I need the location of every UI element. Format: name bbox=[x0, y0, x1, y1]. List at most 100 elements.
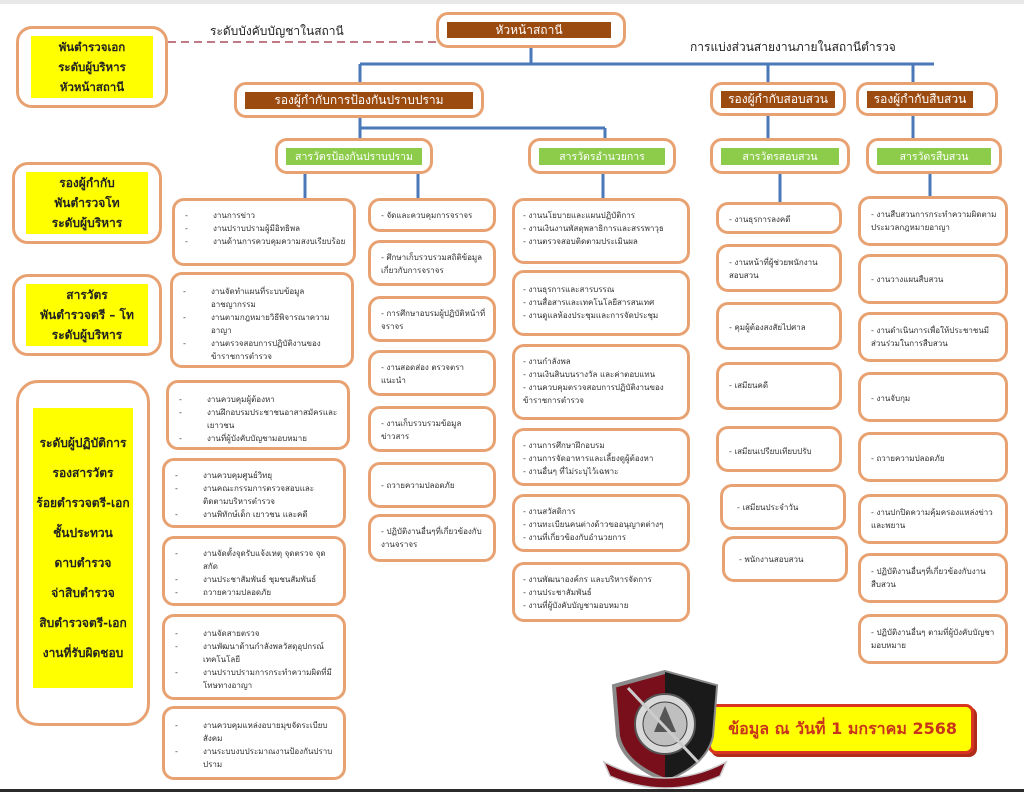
task-item: ปฏิบัติงานอื่นๆ ตามที่ผู้บังคับบัญชามอบห… bbox=[871, 626, 999, 652]
task-item: งานควบคุมศูนย์วิทยุ bbox=[165, 469, 337, 482]
task-item: งานระบบงบประมาณงานป้องกันปราบปราม bbox=[165, 745, 337, 771]
traffic-task-box: จัดและควบคุมการจราจร bbox=[368, 198, 496, 232]
task-item: งานสอดส่อง ตรวจตรา แนะนำ bbox=[381, 361, 479, 387]
task-item: จัดและควบคุมการจราจร bbox=[381, 209, 493, 222]
task-item: งานวางแผนสืบสวน bbox=[871, 273, 999, 286]
prevention-task-box: งานจัดทำแผนที่ระบบข้อมูลอาชญากรรม งานตาม… bbox=[170, 272, 354, 368]
inspector-inquiry-label: สารวัตรสอบสวน bbox=[721, 148, 839, 165]
data-date-badge: ข้อมูล ณ วันที่ 1 มกราคม 2568 bbox=[708, 704, 974, 754]
task-item: งานนโยบายและแผนปฏิบัติการ bbox=[523, 209, 683, 222]
task-item: งานดำเนินการเพื่อให้ประชาชนมีส่วนร่วมในก… bbox=[871, 324, 999, 350]
rank-line: ระดับผู้ปฏิบัติการ bbox=[39, 436, 127, 450]
rank-line: พันตำรวจโท bbox=[54, 196, 120, 210]
prevention-task-box: งานควบคุมแหล่งอบายมุขจัดระเบียบสังคม งาน… bbox=[162, 706, 346, 780]
task-item: พนักงานสอบสวน bbox=[739, 553, 841, 566]
task-item: งานปกปิดความคุ้มครองแหล่งข่าวและพยาน bbox=[871, 506, 999, 532]
investigation-task-box: ปฏิบัติงานอื่นๆ ตามที่ผู้บังคับบัญชามอบห… bbox=[858, 614, 1008, 664]
admin-task-box: งานสวัสดิการ งานทะเบียนคนต่างด้าวขออนุญา… bbox=[512, 494, 690, 552]
deputy-investigation-node: รองผู้กำกับสืบสวน bbox=[856, 82, 998, 116]
deputy-inquiry-node: รองผู้กำกับสอบสวน bbox=[710, 82, 846, 116]
task-item: ถวายความปลอดภัย bbox=[165, 586, 337, 599]
task-item: งานสวัสดิการ bbox=[523, 505, 683, 518]
task-item: งานหน้าที่ผู้ช่วยพนักงานสอบสวน bbox=[729, 256, 835, 282]
rank-line: ระดับผู้บริหาร bbox=[51, 328, 123, 342]
task-item: งานที่ผู้บังคับบัญชามอบหมาย bbox=[169, 432, 341, 445]
inquiry-task-box: คุมผู้ต้องสงสัยไปศาล bbox=[716, 302, 842, 350]
prevention-task-box: งานควบคุมศูนย์วิทยุ งานคณะกรรมการตรวจสอบ… bbox=[162, 458, 346, 528]
task-item: งานควบคุมตรวจสอบการปฏิบัติงานของข้าราชกา… bbox=[523, 381, 683, 407]
task-item: เสมียนคดี bbox=[729, 379, 835, 392]
rank-box-inspector: สารวัตร พันตำรวจตรี – โท ระดับผู้บริหาร bbox=[12, 274, 162, 356]
task-item: งานพัฒนาด้านกำลังพลวัสดุอุปกรณ์เทคโนโลยี bbox=[165, 640, 337, 666]
deputy-inquiry-label: รองผู้กำกับสอบสวน bbox=[721, 91, 835, 108]
task-item: งานจัดสายตรวจ bbox=[165, 627, 337, 640]
rank-line: สิบตำรวจตรี-เอก bbox=[39, 616, 127, 630]
task-item: การศึกษาอบรมผู้ปฏิบัติหน้าที่จราจร bbox=[381, 307, 489, 333]
rank-line: รองสารวัตร bbox=[52, 466, 114, 480]
task-item: ศึกษาเก็บรวบรวมสถิติข้อมูลเกี่ยวกับการจร… bbox=[381, 251, 489, 277]
task-item: งานพิทักษ์เด็ก เยาวชน และคดี bbox=[165, 508, 337, 521]
admin-task-box: งานธุรการและสารบรรณ งานสื่อสารและเทคโนโล… bbox=[512, 270, 690, 336]
data-date-text: ข้อมูล ณ วันที่ 1 มกราคม 2568 bbox=[728, 718, 957, 738]
task-item: งานที่ผู้บังคับบัญชามอบหมาย bbox=[523, 599, 683, 612]
prevention-task-box: งานการข่าว งานปราบปรามผู้มีอิทธิพล งานด้… bbox=[172, 198, 356, 266]
admin-task-box: งานการศึกษาฝึกอบรม งานการจัดอาหารและเลี้… bbox=[512, 428, 690, 486]
task-item: เสมียนประจำวัน bbox=[737, 501, 839, 514]
inspector-admin-label: สารวัตรอำนวยการ bbox=[539, 148, 665, 165]
rank-line: ระดับผู้บริหาร bbox=[58, 60, 126, 74]
task-item: งานสื่อสารและเทคโนโลยีสารสนเทศ bbox=[523, 296, 683, 309]
task-item: งานเงินงานพัสดุพลาธิการและสรรพาวุธ bbox=[523, 222, 683, 235]
task-item: งานควบคุมแหล่งอบายมุขจัดระเบียบสังคม bbox=[165, 719, 337, 745]
investigation-task-box: งานจับกุม bbox=[858, 372, 1008, 422]
rank-line: จ่าสิบตำรวจ bbox=[51, 586, 115, 600]
station-head-node: หัวหน้าสถานี bbox=[436, 12, 626, 48]
rank-box-deputy: รองผู้กำกับ พันตำรวจโท ระดับผู้บริหาร bbox=[12, 162, 162, 244]
inquiry-task-box: งานธุรการลงคดี bbox=[716, 202, 842, 234]
task-item: งานประชาสัมพันธ์ ชุมชนสัมพันธ์ bbox=[165, 573, 337, 586]
rank-line: พันตำรวจตรี – โท bbox=[40, 308, 134, 322]
rank-line: รองผู้กำกับ bbox=[59, 176, 115, 190]
inquiry-task-box: เสมียนเปรียบเทียบปรับ bbox=[716, 426, 842, 472]
bottom-border bbox=[0, 789, 1024, 792]
inspector-inquiry-node: สารวัตรสอบสวน bbox=[710, 138, 850, 174]
investigation-task-box: งานวางแผนสืบสวน bbox=[858, 254, 1008, 304]
inspector-investigation-node: สารวัตรสืบสวน bbox=[866, 138, 1002, 174]
traffic-task-box: ปฏิบัติงานอื่นๆที่เกี่ยวข้องกับงานจราจร bbox=[368, 514, 496, 562]
inspector-admin-node: สารวัตรอำนวยการ bbox=[528, 138, 676, 174]
inquiry-task-box: เสมียนคดี bbox=[716, 362, 842, 410]
rank-line: ชั้นประทวน bbox=[53, 526, 113, 540]
rank-line: สารวัตร bbox=[66, 288, 108, 302]
task-item: งานจับกุม bbox=[871, 392, 999, 405]
inspector-prevention-label: สารวัตรป้องกันปราบปราม bbox=[286, 148, 422, 165]
station-head-label: หัวหน้าสถานี bbox=[447, 22, 611, 38]
rank-line: งานที่รับผิดชอบ bbox=[42, 646, 124, 660]
rank-line: ร้อยตำรวจตรี-เอก bbox=[36, 496, 130, 510]
task-item: งานการข่าว bbox=[175, 209, 347, 222]
task-item: งานกำลังพล bbox=[523, 355, 683, 368]
traffic-task-box: ถวายความปลอดภัย bbox=[368, 462, 496, 508]
task-item: ปฏิบัติงานอื่นๆที่เกี่ยวข้องกับงานจราจร bbox=[381, 525, 489, 551]
rank-box-operational: ระดับผู้ปฏิบัติการ รองสารวัตร ร้อยตำรวจต… bbox=[16, 380, 150, 726]
task-item: งานเก็บรวบรวมข้อมูลข่าวสาร bbox=[381, 417, 489, 443]
task-item: งานธุรการลงคดี bbox=[729, 213, 835, 226]
task-item: งานตามกฎหมายวิธีพิจารณาความอาญา bbox=[173, 311, 345, 337]
admin-task-box: งานนโยบายและแผนปฏิบัติการ งานเงินงานพัสด… bbox=[512, 198, 690, 264]
inquiry-task-box: พนักงานสอบสวน bbox=[722, 536, 848, 582]
traffic-task-box: งานเก็บรวบรวมข้อมูลข่าวสาร bbox=[368, 406, 496, 452]
task-item: งานอื่นๆ ที่ไม่ระบุไว้เฉพาะ bbox=[523, 465, 683, 478]
task-item: งานสืบสวนการกระทำความผิดตามประมวลกฎหมายอ… bbox=[871, 208, 999, 234]
admin-task-box: งานกำลังพล งานเงินสินบนรางวัล และค่าตอบแ… bbox=[512, 344, 690, 420]
task-item: ปฏิบัติงานอื่นๆที่เกี่ยวข้องกับงานสืบสวน bbox=[871, 565, 999, 591]
command-level-label: ระดับบังคับบัญชาในสถานี bbox=[210, 24, 344, 38]
police-emblem-icon bbox=[602, 669, 728, 789]
task-item: ถวายความปลอดภัย bbox=[381, 479, 489, 492]
task-item: งานธุรการและสารบรรณ bbox=[523, 283, 683, 296]
task-item: งานจัดตั้งจุดรับแจ้งเหตุ จุดตรวจ จุดสกัด bbox=[165, 547, 337, 573]
investigation-task-box: งานดำเนินการเพื่อให้ประชาชนมีส่วนร่วมในก… bbox=[858, 312, 1008, 362]
rank-line: หัวหน้าสถานี bbox=[59, 80, 125, 94]
task-item: งานที่เกี่ยวข้องกับอำนวยการ bbox=[523, 531, 683, 544]
task-item: งานควบคุมผู้ต้องหา bbox=[169, 393, 341, 406]
task-item: งานจัดทำแผนที่ระบบข้อมูลอาชญากรรม bbox=[173, 285, 345, 311]
task-item: งานการศึกษาฝึกอบรม bbox=[523, 439, 683, 452]
task-item: งานการจัดอาหารและเลี้ยงดูผู้ต้องหา bbox=[523, 452, 683, 465]
